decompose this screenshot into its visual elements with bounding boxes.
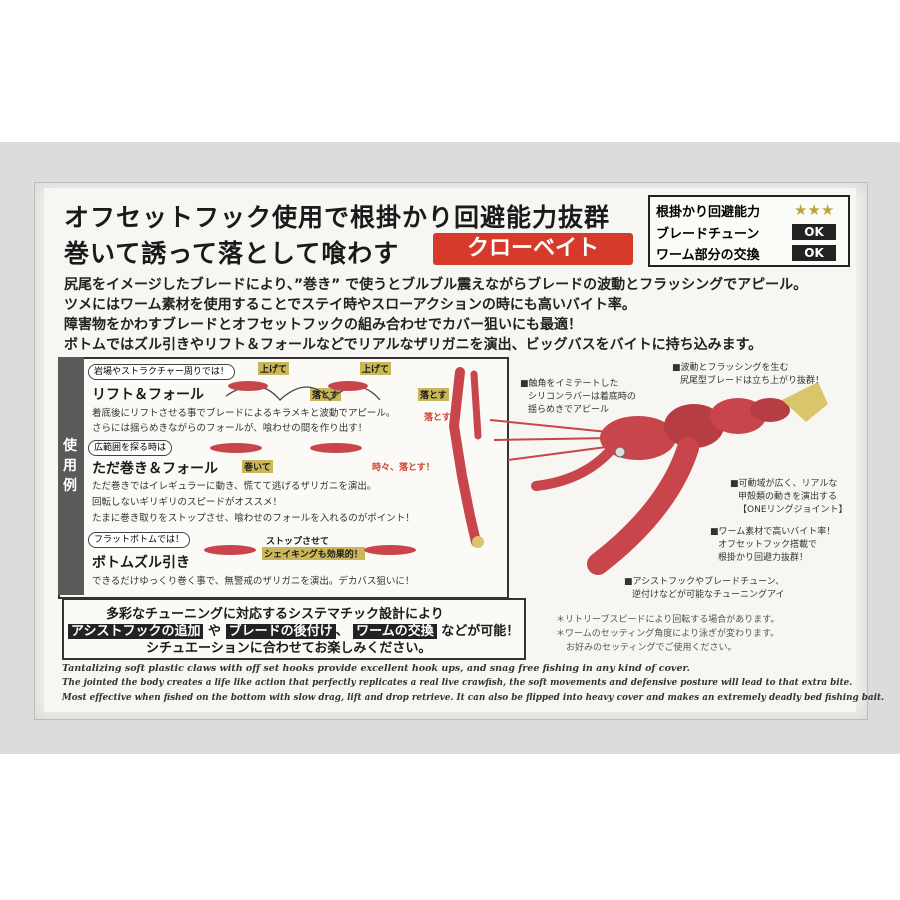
usage-tag: 広範囲を探る時は (88, 440, 173, 456)
annotation: ■可動域が広く、リアルな (730, 479, 838, 489)
annotation: ■ワーム素材で高いバイト率！ (710, 527, 836, 537)
annotation: シリコンラバーは着底時の (528, 392, 636, 402)
annotation: ■波動とフラッシングを生む (672, 363, 789, 373)
ok-badge: OK (792, 224, 836, 240)
callout-text: ストップさせて (266, 537, 330, 547)
usage-text: たまに巻き取りをストップさせ、喰わせのフォールを入れるのがポイント！ (92, 513, 415, 524)
lure-icon (204, 545, 256, 555)
lure-icon (228, 381, 268, 391)
annotation: 甲殻類の動きを演出する (738, 492, 838, 502)
headline-main: オフセットフック使用で根掛かり回避能力抜群 (64, 203, 611, 232)
lure-icon (210, 443, 262, 453)
usage-tab-char: 使 (63, 438, 77, 454)
usage-title: ただ巻き＆フォール (92, 461, 218, 477)
english-line: Tantalizing soft plastic claws with off … (62, 663, 690, 674)
tuning-chip: アシストフックの追加 (68, 624, 204, 639)
spec-row-snag: 根掛かり回避能力 ★★★ (656, 201, 834, 220)
annotation: 【ONEリングジョイント】 (738, 505, 848, 515)
usage-title: ボトムズル引き (92, 555, 190, 571)
headline-sub: 巻いて誘って落として喰わす (64, 239, 400, 268)
tail-segment-icon (750, 398, 790, 422)
spec-box: 根掛かり回避能力 ★★★ ブレードチューン OK ワーム部分の交換 OK (648, 195, 850, 267)
lure-icon (310, 443, 362, 453)
annotation: ■触角をイミテートした (520, 379, 619, 389)
tuning-joiner: 、 (335, 624, 349, 639)
tuning-chip: ワームの交換 (353, 624, 437, 639)
lure-icon (328, 381, 368, 391)
callout-text: シェイキングも効果的！ (262, 547, 365, 560)
usage-title: リフト＆フォール (92, 387, 204, 403)
usage-tag: フラットボトムでは！ (88, 532, 191, 548)
tuning-joiner: や (208, 624, 222, 639)
english-line: Most effective when fished on the bottom… (62, 693, 885, 703)
action-label: 時々、落とす！ (372, 463, 435, 473)
description-line: 障害物をかわすブレードとオフセットフックの組み合わせでカバー狙いにも最適！ (64, 317, 582, 333)
usage-text: できるだけゆっくり巻く事で、無警戒のザリガニを演出。デカバス狙いに！ (92, 576, 415, 587)
action-label: 上げて (360, 362, 392, 375)
annotation: 根掛かり回避力抜群！ (718, 553, 809, 563)
usage-tag: 岩場やストラクチャー周りでは！ (88, 364, 235, 380)
note-line: ＊ワームのセッティング角度により泳ぎが変わります。 (556, 629, 780, 639)
description-line: 尻尾をイメージしたブレードにより、”巻き” で使うとブルブル震えながらブレードの… (64, 277, 808, 293)
annotation: 尻尾型ブレードは立ち上がり抜群！ (680, 376, 825, 386)
claw-icon (587, 437, 699, 575)
hanging-lure-icon (448, 367, 484, 548)
annotation: オフセットフック搭載で (718, 540, 818, 550)
english-line: The jointed the body creates a life like… (62, 678, 853, 688)
lift-fall-path-icon (225, 381, 381, 401)
tuning-line: アシストフックの追加 や ブレードの後付け、 ワームの交換 などが可能！ (68, 620, 519, 639)
usage-text: 着底後にリフトさせる事でブレードによるキラメキと波動でアピール。 (92, 408, 396, 419)
crawfish-lure-image (489, 382, 828, 575)
ok-badge: OK (792, 245, 836, 261)
usage-tab-char: 例 (63, 478, 77, 494)
annotation: ■アシストフックやブレードチューン、 (624, 577, 785, 587)
lure-icon (364, 545, 416, 555)
action-label: 落とす (418, 388, 449, 401)
tuning-line: シチュエーションに合わせてお楽しみください。 (146, 641, 432, 656)
spec-label: ワーム部分の交換 (656, 248, 760, 263)
note-line: ＊リトリーブスピードにより回転する場合があります。 (556, 615, 780, 625)
tuning-joiner: などが可能！ (441, 624, 520, 639)
bottom-drag-icon (204, 545, 416, 555)
usage-text: さらには揺らめきながらのフォールが、喰わせの間を作り出す！ (92, 423, 368, 434)
retrieve-path-icon (210, 443, 362, 453)
spec-row-worm: ワーム部分の交換 (656, 244, 760, 263)
note-line: お好みのセッティングでご使用ください。 (566, 643, 737, 653)
usage-text: 回転しないギリギリのスピードがオススメ！ (92, 497, 283, 508)
description-line: ボトムではズル引きやリフト＆フォールなどでリアルなザリガニを演出、ビッグバスをバ… (64, 337, 763, 353)
spec-label: 根掛かり回避能力 (656, 205, 761, 220)
tuning-line: 多彩なチューニングに対応するシステマチック設計により (106, 607, 444, 622)
annotation: 揺らめきでアピール (528, 405, 610, 415)
rating-stars-icon: ★★★ (794, 201, 835, 219)
annotation: 逆付けなどが可能なチューニングアイ (632, 590, 785, 600)
description-line: ツメにはワーム素材を使用することでステイ時やスローアクションの時にも高いバイト率… (64, 297, 636, 313)
action-label: 上げて (258, 362, 290, 375)
eye-icon (614, 446, 626, 458)
blade-icon (472, 536, 484, 548)
usage-tab: 使 用 例 (58, 357, 84, 595)
blade-icon (782, 382, 828, 422)
spec-label: ブレードチューン (656, 227, 760, 242)
action-label: 落とす！ (424, 413, 460, 423)
tuning-chip: ブレードの後付け (225, 624, 336, 639)
action-label: 巻いて (242, 460, 273, 473)
usage-text: ただ巻きではイレギュラーに動き、慌てて逃げるザリガニを演出。 (92, 481, 377, 492)
body-segment-icon (664, 404, 724, 448)
usage-tab-char: 用 (63, 458, 77, 474)
spec-row-blade: ブレードチューン (656, 223, 759, 242)
product-type-badge: クローベイト (433, 233, 633, 265)
